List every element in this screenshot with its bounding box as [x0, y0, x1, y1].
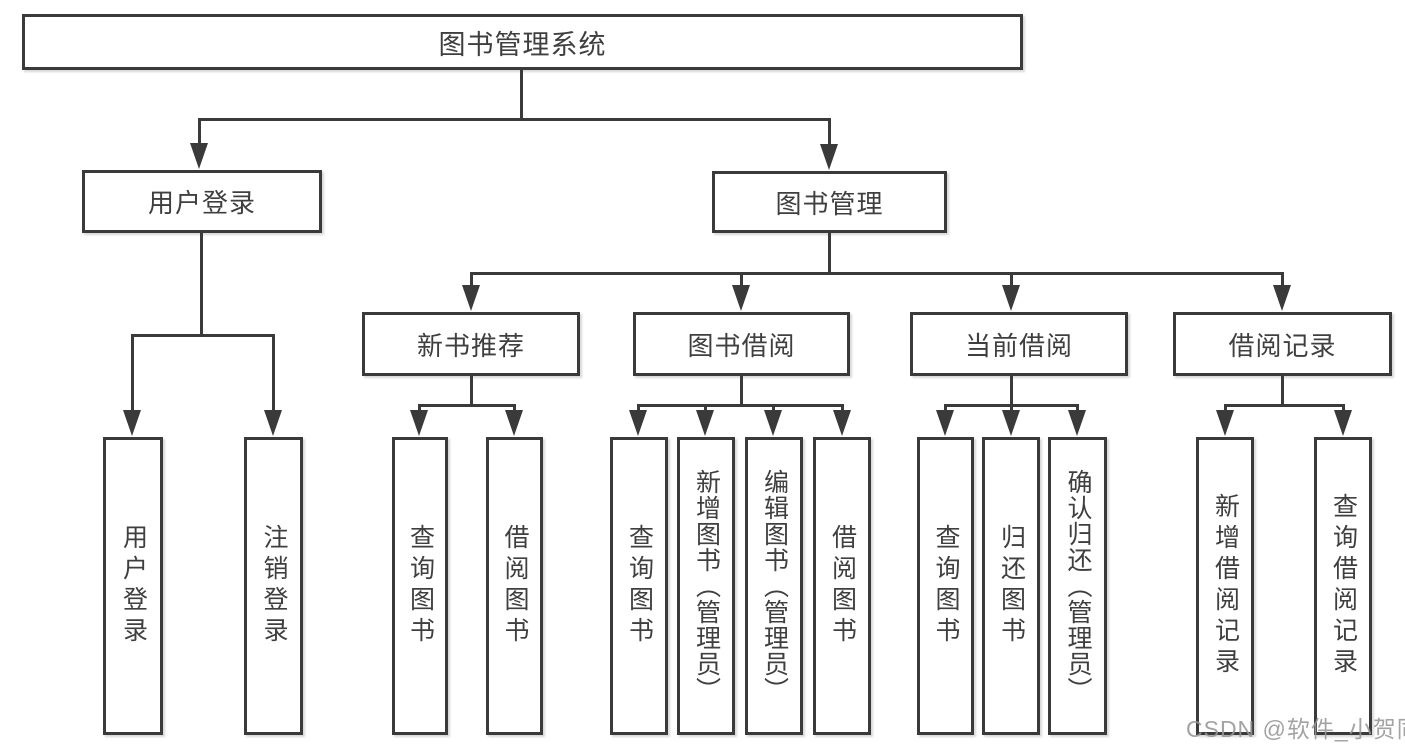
leaf-add-borrow-record: 新增借阅记录: [1196, 437, 1254, 735]
connector-line: [1010, 404, 1013, 414]
arrow-down-icon: [1002, 410, 1020, 436]
arrow-down-icon: [820, 144, 838, 170]
connector-line: [470, 272, 473, 288]
arrow-down-icon: [1068, 410, 1086, 436]
leaf-query-books-borrow: 查询图书: [610, 437, 668, 735]
arrow-down-icon: [936, 410, 954, 436]
arrow-down-icon: [732, 285, 750, 311]
connector-line: [740, 272, 743, 288]
node-new-book-recommend: 新书推荐: [362, 312, 580, 376]
leaf-query-borrow-record: 查询借阅记录: [1314, 437, 1372, 735]
connector-line: [704, 404, 707, 414]
node-root: 图书管理系统: [22, 14, 1023, 70]
leaf-user-login-label: 用户登录: [119, 524, 148, 648]
node-book-borrow: 图书借阅: [633, 312, 850, 376]
leaf-confirm-return-admin: 确认归还（管理员）: [1048, 437, 1107, 735]
connector-line: [470, 376, 473, 406]
node-current-borrow-label: 当前借阅: [964, 330, 1073, 361]
arrow-down-icon: [696, 410, 714, 436]
connector-line: [1342, 404, 1345, 414]
connector-line: [1281, 272, 1284, 288]
node-new-book-recommend-label: 新书推荐: [416, 330, 525, 361]
node-book-management: 图书管理: [712, 171, 947, 233]
leaf-add-book-admin: 新增图书（管理员）: [677, 437, 735, 735]
leaf-query-books-current-label: 查询图书: [932, 524, 960, 648]
arrow-down-icon: [833, 410, 851, 436]
connector-line: [198, 118, 201, 150]
leaf-borrow-books-recommend: 借阅图书: [486, 437, 543, 735]
connector-line: [418, 404, 421, 414]
connector-line: [1076, 404, 1079, 414]
node-current-borrow: 当前借阅: [910, 312, 1128, 376]
node-user-login: 用户登录: [82, 170, 322, 233]
arrow-down-icon: [1334, 410, 1352, 436]
connector-line: [772, 404, 775, 414]
connector-line: [272, 334, 275, 414]
leaf-edit-book-admin-label: 编辑图书（管理员）: [760, 469, 789, 703]
leaf-query-books-current: 查询图书: [917, 437, 974, 735]
leaf-edit-book-admin: 编辑图书（管理员）: [745, 437, 803, 735]
connector-line: [418, 404, 516, 407]
connector-line: [1281, 376, 1284, 406]
connector-line: [1224, 404, 1227, 414]
leaf-user-login: 用户登录: [103, 437, 163, 735]
connector-line: [513, 404, 516, 414]
leaf-query-books-recommend: 查询图书: [392, 437, 448, 735]
arrow-down-icon: [264, 410, 282, 436]
leaf-borrow-books-recommend-label: 借阅图书: [501, 524, 529, 648]
node-root-label: 图书管理系统: [438, 29, 607, 60]
leaf-return-book: 归还图书: [982, 437, 1040, 735]
connector-line: [1010, 376, 1013, 406]
connector-line: [470, 272, 1283, 275]
connector-line: [131, 334, 134, 414]
connector-line: [841, 404, 844, 414]
arrow-down-icon: [505, 410, 523, 436]
connector-line: [637, 404, 844, 407]
node-user-login-label: 用户登录: [147, 188, 256, 218]
node-book-borrow-label: 图书借阅: [687, 330, 796, 361]
leaf-borrow-books-label: 借阅图书: [828, 524, 857, 648]
leaf-query-books-borrow-label: 查询图书: [625, 524, 654, 648]
leaf-query-books-recommend-label: 查询图书: [406, 524, 435, 648]
arrow-down-icon: [410, 410, 428, 436]
leaf-add-book-admin-label: 新增图书（管理员）: [692, 469, 721, 703]
connector-line: [132, 334, 274, 337]
arrow-down-icon: [1216, 410, 1234, 436]
leaf-logout: 注销登录: [244, 437, 303, 735]
node-borrow-records-label: 借阅记录: [1228, 330, 1337, 361]
connector-line: [1010, 272, 1013, 288]
connector-line: [1224, 404, 1344, 407]
arrow-down-icon: [1002, 285, 1020, 311]
node-borrow-records: 借阅记录: [1173, 312, 1392, 376]
connector-line: [198, 118, 831, 121]
leaf-add-borrow-record-label: 新增借阅记录: [1211, 493, 1240, 679]
leaf-return-book-label: 归还图书: [997, 524, 1026, 648]
leaf-logout-label: 注销登录: [260, 524, 288, 648]
connector-line: [740, 376, 743, 406]
arrow-down-icon: [462, 285, 480, 311]
connector-line: [637, 404, 640, 414]
arrow-down-icon: [764, 410, 782, 436]
connector-line: [944, 404, 947, 414]
connector-line: [828, 118, 831, 150]
arrow-down-icon: [629, 410, 647, 436]
arrow-down-icon: [190, 143, 208, 169]
leaf-query-borrow-record-label: 查询借阅记录: [1329, 493, 1358, 679]
arrow-down-icon: [1273, 285, 1291, 311]
node-book-management-label: 图书管理: [775, 188, 884, 219]
leaf-confirm-return-admin-label: 确认归还（管理员）: [1064, 469, 1092, 703]
watermark: CSDN @软件_小贺同学: [1186, 716, 1405, 742]
connector-line: [200, 233, 203, 336]
connector-line: [520, 70, 523, 120]
leaf-borrow-books: 借阅图书: [813, 437, 871, 735]
arrow-down-icon: [123, 410, 141, 436]
connector-line: [828, 233, 831, 274]
